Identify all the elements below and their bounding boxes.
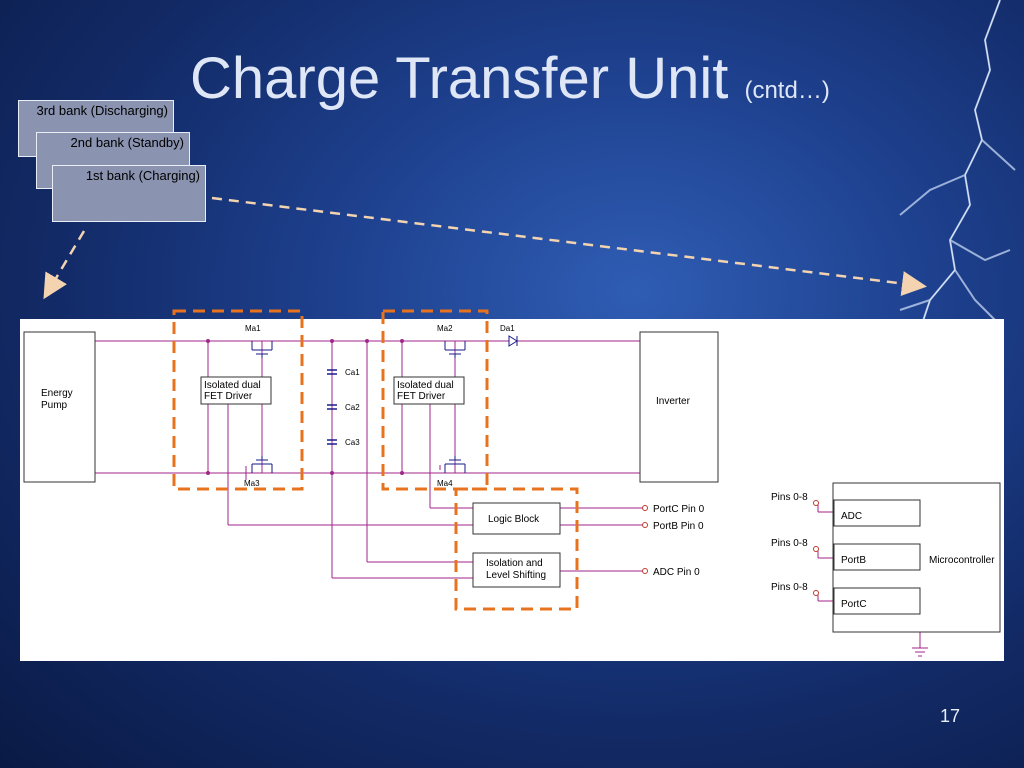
arrow-right: [211, 196, 927, 296]
capacitors: [327, 369, 337, 445]
page-number: 17: [940, 706, 961, 726]
ca2-label: Ca2: [345, 403, 360, 412]
ground-icon: [912, 632, 928, 657]
diode-da1: [508, 335, 518, 347]
portc-pin-label: PortC Pin 0: [653, 504, 705, 515]
junctions: [206, 339, 404, 475]
portc-label: PortC: [841, 599, 867, 610]
inverter-label: Inverter: [656, 396, 691, 407]
terminals: [642, 500, 819, 596]
fet-driver-1-box: [200, 376, 272, 405]
title-subtitle: (cntd…): [744, 77, 830, 104]
fet-driver-2-box: [393, 376, 465, 405]
ma4-label: Ma4: [437, 479, 453, 488]
portb-box: [833, 543, 921, 571]
bank-1st-charging: 1st bank (Charging): [52, 165, 206, 222]
adc-pin-label: ADC Pin 0: [653, 567, 700, 578]
da1-label: Da1: [500, 324, 515, 333]
pins-label-3: Pins 0-8: [771, 582, 808, 593]
fet-driver-1-label-1: Isolated dual: [204, 380, 261, 391]
portc-box: [833, 587, 921, 615]
energy-pump-label-1: Energy: [41, 388, 73, 399]
fet-driver-1-label-2: FET Driver: [204, 391, 253, 402]
wires: [95, 340, 834, 602]
bank-1st-label: 1st bank (Charging): [85, 168, 200, 183]
bank-3rd-label: 3rd bank (Discharging): [36, 103, 168, 118]
fet-driver-2-label-1: Isolated dual: [397, 380, 454, 391]
logic-block-box: [472, 502, 561, 535]
highlight-logic: [454, 487, 579, 611]
portb-pin-label: PortB Pin 0: [653, 521, 704, 532]
slide-title: Charge Transfer Unit (cntd…): [190, 44, 830, 126]
adc-label: ADC: [841, 511, 862, 522]
fet-driver-2-label-2: FET Driver: [397, 391, 446, 402]
ma1-label: Ma1: [245, 324, 261, 333]
energy-pump-label-2: Pump: [41, 400, 68, 411]
arrow-left: [43, 230, 86, 300]
highlight-fet-2: [381, 309, 489, 491]
inverter-box: [639, 331, 719, 483]
highlight-boxes: [172, 309, 579, 611]
adc-box: [833, 499, 921, 527]
highlight-fet-1: [172, 309, 304, 491]
energy-pump-box: [23, 331, 96, 483]
pins-label-2: Pins 0-8: [771, 538, 808, 549]
title-text: Charge Transfer Unit: [190, 46, 729, 111]
transistors: [251, 341, 466, 473]
microcontroller-label: Microcontroller: [929, 555, 995, 566]
ca1-label: Ca1: [345, 368, 360, 377]
isolation-label-1: Isolation and: [486, 558, 543, 569]
bank-2nd-label: 2nd bank (Standby): [70, 135, 184, 150]
logic-block-label: Logic Block: [488, 514, 540, 525]
ma2-label: Ma2: [437, 324, 453, 333]
ma3-label: Ma3: [244, 479, 260, 488]
isolation-label-2: Level Shifting: [486, 570, 546, 581]
portb-label: PortB: [841, 555, 866, 566]
isolation-block-box: [472, 552, 561, 588]
ca3-label: Ca3: [345, 438, 360, 447]
pins-label-1: Pins 0-8: [771, 492, 808, 503]
